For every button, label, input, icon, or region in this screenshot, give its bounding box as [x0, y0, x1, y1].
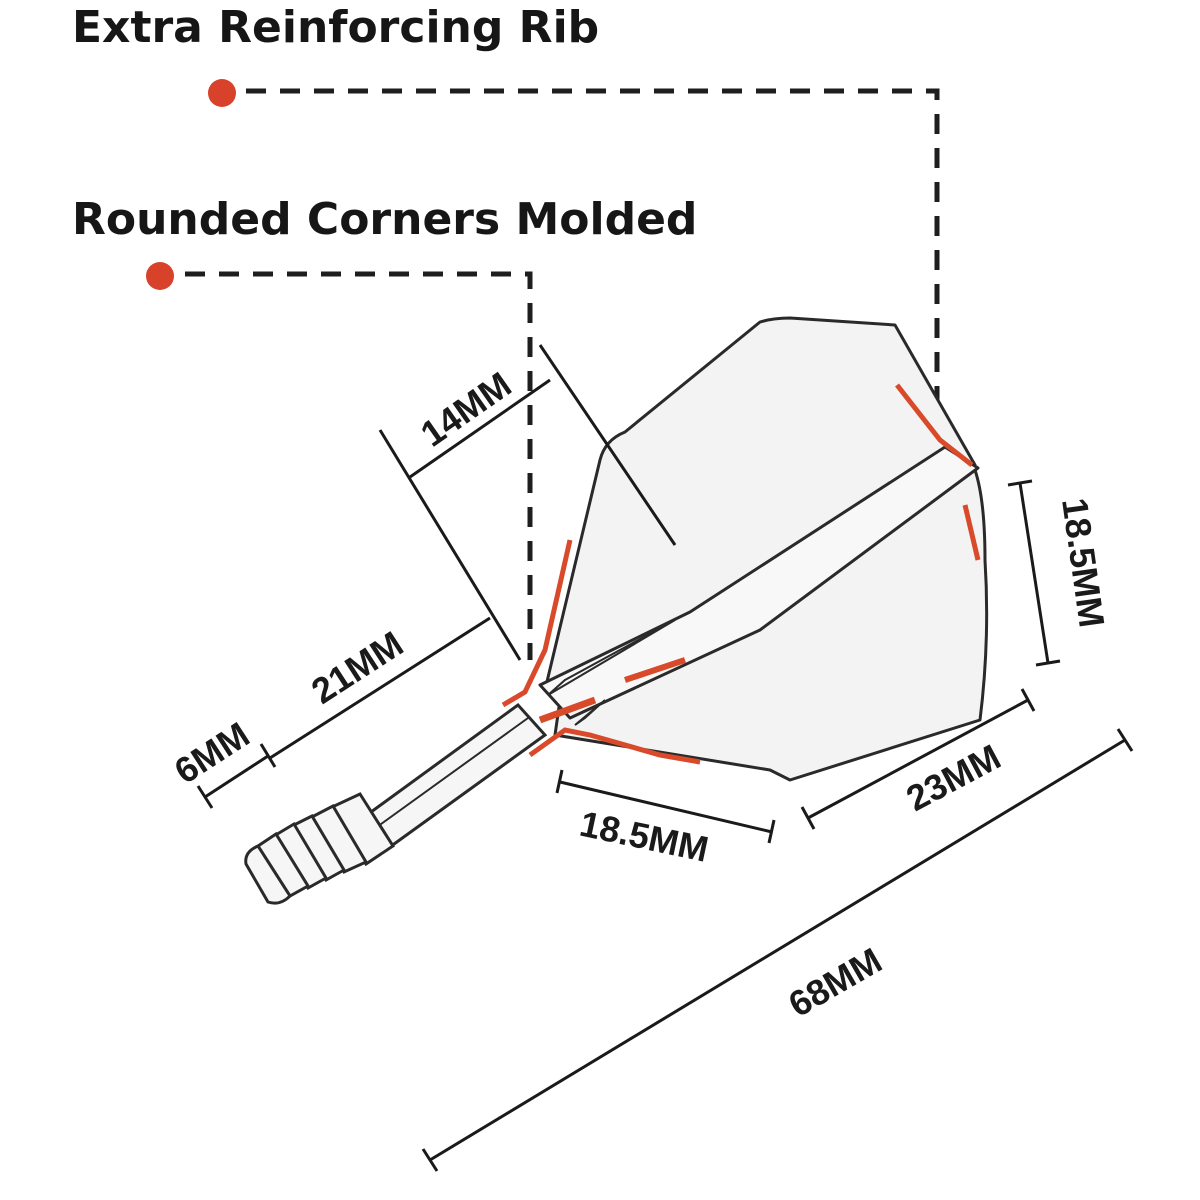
dim-height-tick-a	[1007, 479, 1033, 487]
flight-upper-wing	[543, 316, 977, 702]
dim-23-label: 23MM	[900, 736, 1008, 819]
corners-marker-dot	[146, 262, 174, 290]
dim-6-label: 6MM	[167, 714, 256, 792]
rib-accent-mid	[624, 657, 686, 683]
dim-base-tick-b	[767, 819, 776, 844]
rib-accent-left	[501, 539, 573, 708]
flight-stem-inner-a	[547, 619, 676, 696]
flight-stem	[538, 445, 980, 720]
dim-6-line	[204, 754, 269, 799]
dim-68-tick-b	[1116, 728, 1134, 752]
dim-68-tick-a	[421, 1148, 439, 1172]
dim-height-tick-b	[1035, 659, 1061, 667]
callout-corners-label: Rounded Corners Molded	[72, 194, 698, 245]
flight-stem-inner-b	[574, 699, 606, 726]
dim-height-label: 18.5MM	[1054, 495, 1113, 629]
dim-base-tick-a	[555, 769, 564, 794]
corners-leader-line	[185, 271, 533, 660]
dim-21-label: 21MM	[304, 623, 410, 712]
dimension-lines	[196, 344, 1134, 1172]
shaft-body	[357, 702, 548, 855]
rib-accent-right	[962, 504, 981, 561]
dim-23-tick-b	[1020, 688, 1036, 712]
dim-23-tick-a	[800, 806, 816, 830]
dim-14-line	[409, 378, 551, 479]
dim-14-ext-a	[378, 429, 522, 661]
thread-tip	[244, 844, 292, 905]
rib-accent-top	[895, 383, 974, 467]
dim-6-tick-b	[259, 743, 277, 768]
shaft-groove	[369, 717, 529, 833]
rib-accent-root	[538, 696, 597, 724]
callout-rib-label: Extra Reinforcing Rib	[72, 2, 600, 53]
rib-marker-dot	[208, 79, 236, 107]
dim-6-tick-a	[196, 785, 214, 809]
dim-68-label: 68MM	[782, 939, 889, 1025]
dim-height-line	[1018, 482, 1050, 664]
dim-21-line	[269, 616, 491, 760]
dim-68-line	[429, 738, 1126, 1162]
dim-23-line	[807, 698, 1029, 820]
flight-lower-wing	[553, 468, 989, 782]
rib-leader-line	[246, 88, 940, 430]
dim-14-ext-b	[538, 344, 677, 546]
dim-14-label: 14MM	[413, 364, 518, 455]
dim-base-line	[559, 780, 773, 834]
rib-accent-lower	[528, 727, 701, 765]
thread-assembly	[244, 792, 396, 905]
